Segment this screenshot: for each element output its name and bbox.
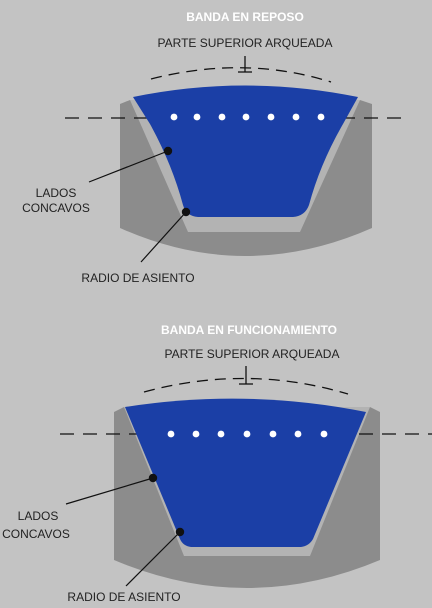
top-arch-label: PARTE SUPERIOR ARQUEADA xyxy=(165,347,340,361)
cord-dot xyxy=(217,430,225,438)
cord-dot xyxy=(170,113,178,121)
radius-leader-line xyxy=(140,211,187,263)
cord-dot xyxy=(192,430,200,438)
diagram-title: BANDA EN REPOSO xyxy=(186,10,304,24)
side-label-line2: CONCAVOS xyxy=(22,201,90,215)
side-label-line2: CONCAVOS xyxy=(2,527,70,541)
side-leader-dot xyxy=(163,146,173,156)
side-leader-line xyxy=(88,150,169,183)
cord-dot xyxy=(294,430,302,438)
radius-leader-dot xyxy=(181,207,191,217)
cord-dot xyxy=(292,113,300,121)
tensile-cords xyxy=(167,430,328,438)
radius-leader-dot xyxy=(175,527,185,537)
belt-cross-section xyxy=(133,85,358,217)
side-label-line1: LADOS xyxy=(36,186,77,200)
cord-dot xyxy=(167,430,175,438)
cord-dot xyxy=(243,430,251,438)
diagram-title: BANDA EN FUNCIONAMIENTO xyxy=(161,323,337,337)
cord-dot xyxy=(267,113,275,121)
seat-radius-label: RADIO DE ASIENTO xyxy=(67,590,180,604)
cord-dot xyxy=(317,113,325,121)
cord-dot xyxy=(193,113,201,121)
cord-dot xyxy=(269,430,277,438)
diagram-at-rest: BANDA EN REPOSO PARTE SUPERIOR ARQUEADA xyxy=(22,10,405,285)
arched-top-indicator xyxy=(143,377,349,395)
seat-radius-label: RADIO DE ASIENTO xyxy=(81,271,194,285)
diagram-running: BANDA EN FUNCIONAMIENTO PARTE SUPERIOR A… xyxy=(2,323,432,604)
belt-cross-section xyxy=(125,398,366,547)
cord-dot xyxy=(320,430,328,438)
top-arch-label: PARTE SUPERIOR ARQUEADA xyxy=(158,36,333,50)
arched-top-indicator xyxy=(150,67,332,83)
cord-dot xyxy=(242,113,250,121)
radius-leader-line xyxy=(125,531,181,587)
cord-dot xyxy=(218,113,226,121)
side-label-line1: LADOS xyxy=(18,509,59,523)
side-leader-line xyxy=(65,477,154,505)
tensile-cords xyxy=(170,113,325,121)
side-leader-dot xyxy=(148,473,158,483)
